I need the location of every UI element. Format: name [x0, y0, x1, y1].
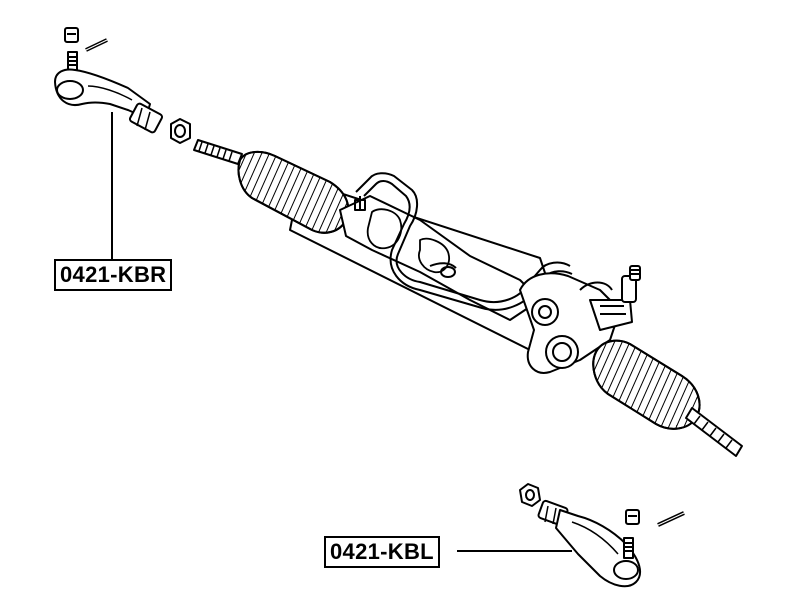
lock-nut-icon	[519, 483, 541, 507]
castle-nut-icon	[64, 27, 79, 43]
pinion-housing	[519, 272, 633, 374]
threaded-socket	[129, 102, 163, 134]
castle-nut-icon	[625, 509, 640, 525]
right-tie-rod-end-assembly	[54, 27, 191, 262]
inner-tie-rod-right	[685, 407, 743, 457]
dust-boot-right	[592, 339, 701, 430]
part-number-label-left: 0421-KBL	[324, 536, 440, 568]
ball-stud-icon	[623, 537, 634, 559]
lock-nut-icon	[170, 118, 191, 144]
rack-and-pinion-assembly	[193, 139, 743, 457]
cotter-pin-icon	[657, 511, 685, 527]
ball-stud-icon	[67, 51, 78, 71]
inner-tie-rod-left	[193, 139, 243, 165]
input-shaft	[621, 265, 641, 303]
left-tie-rod-end-assembly	[457, 483, 685, 588]
part-number-label-right: 0421-KBR	[54, 259, 173, 291]
dust-boot-left	[237, 150, 350, 234]
cotter-pin-icon	[85, 38, 108, 52]
